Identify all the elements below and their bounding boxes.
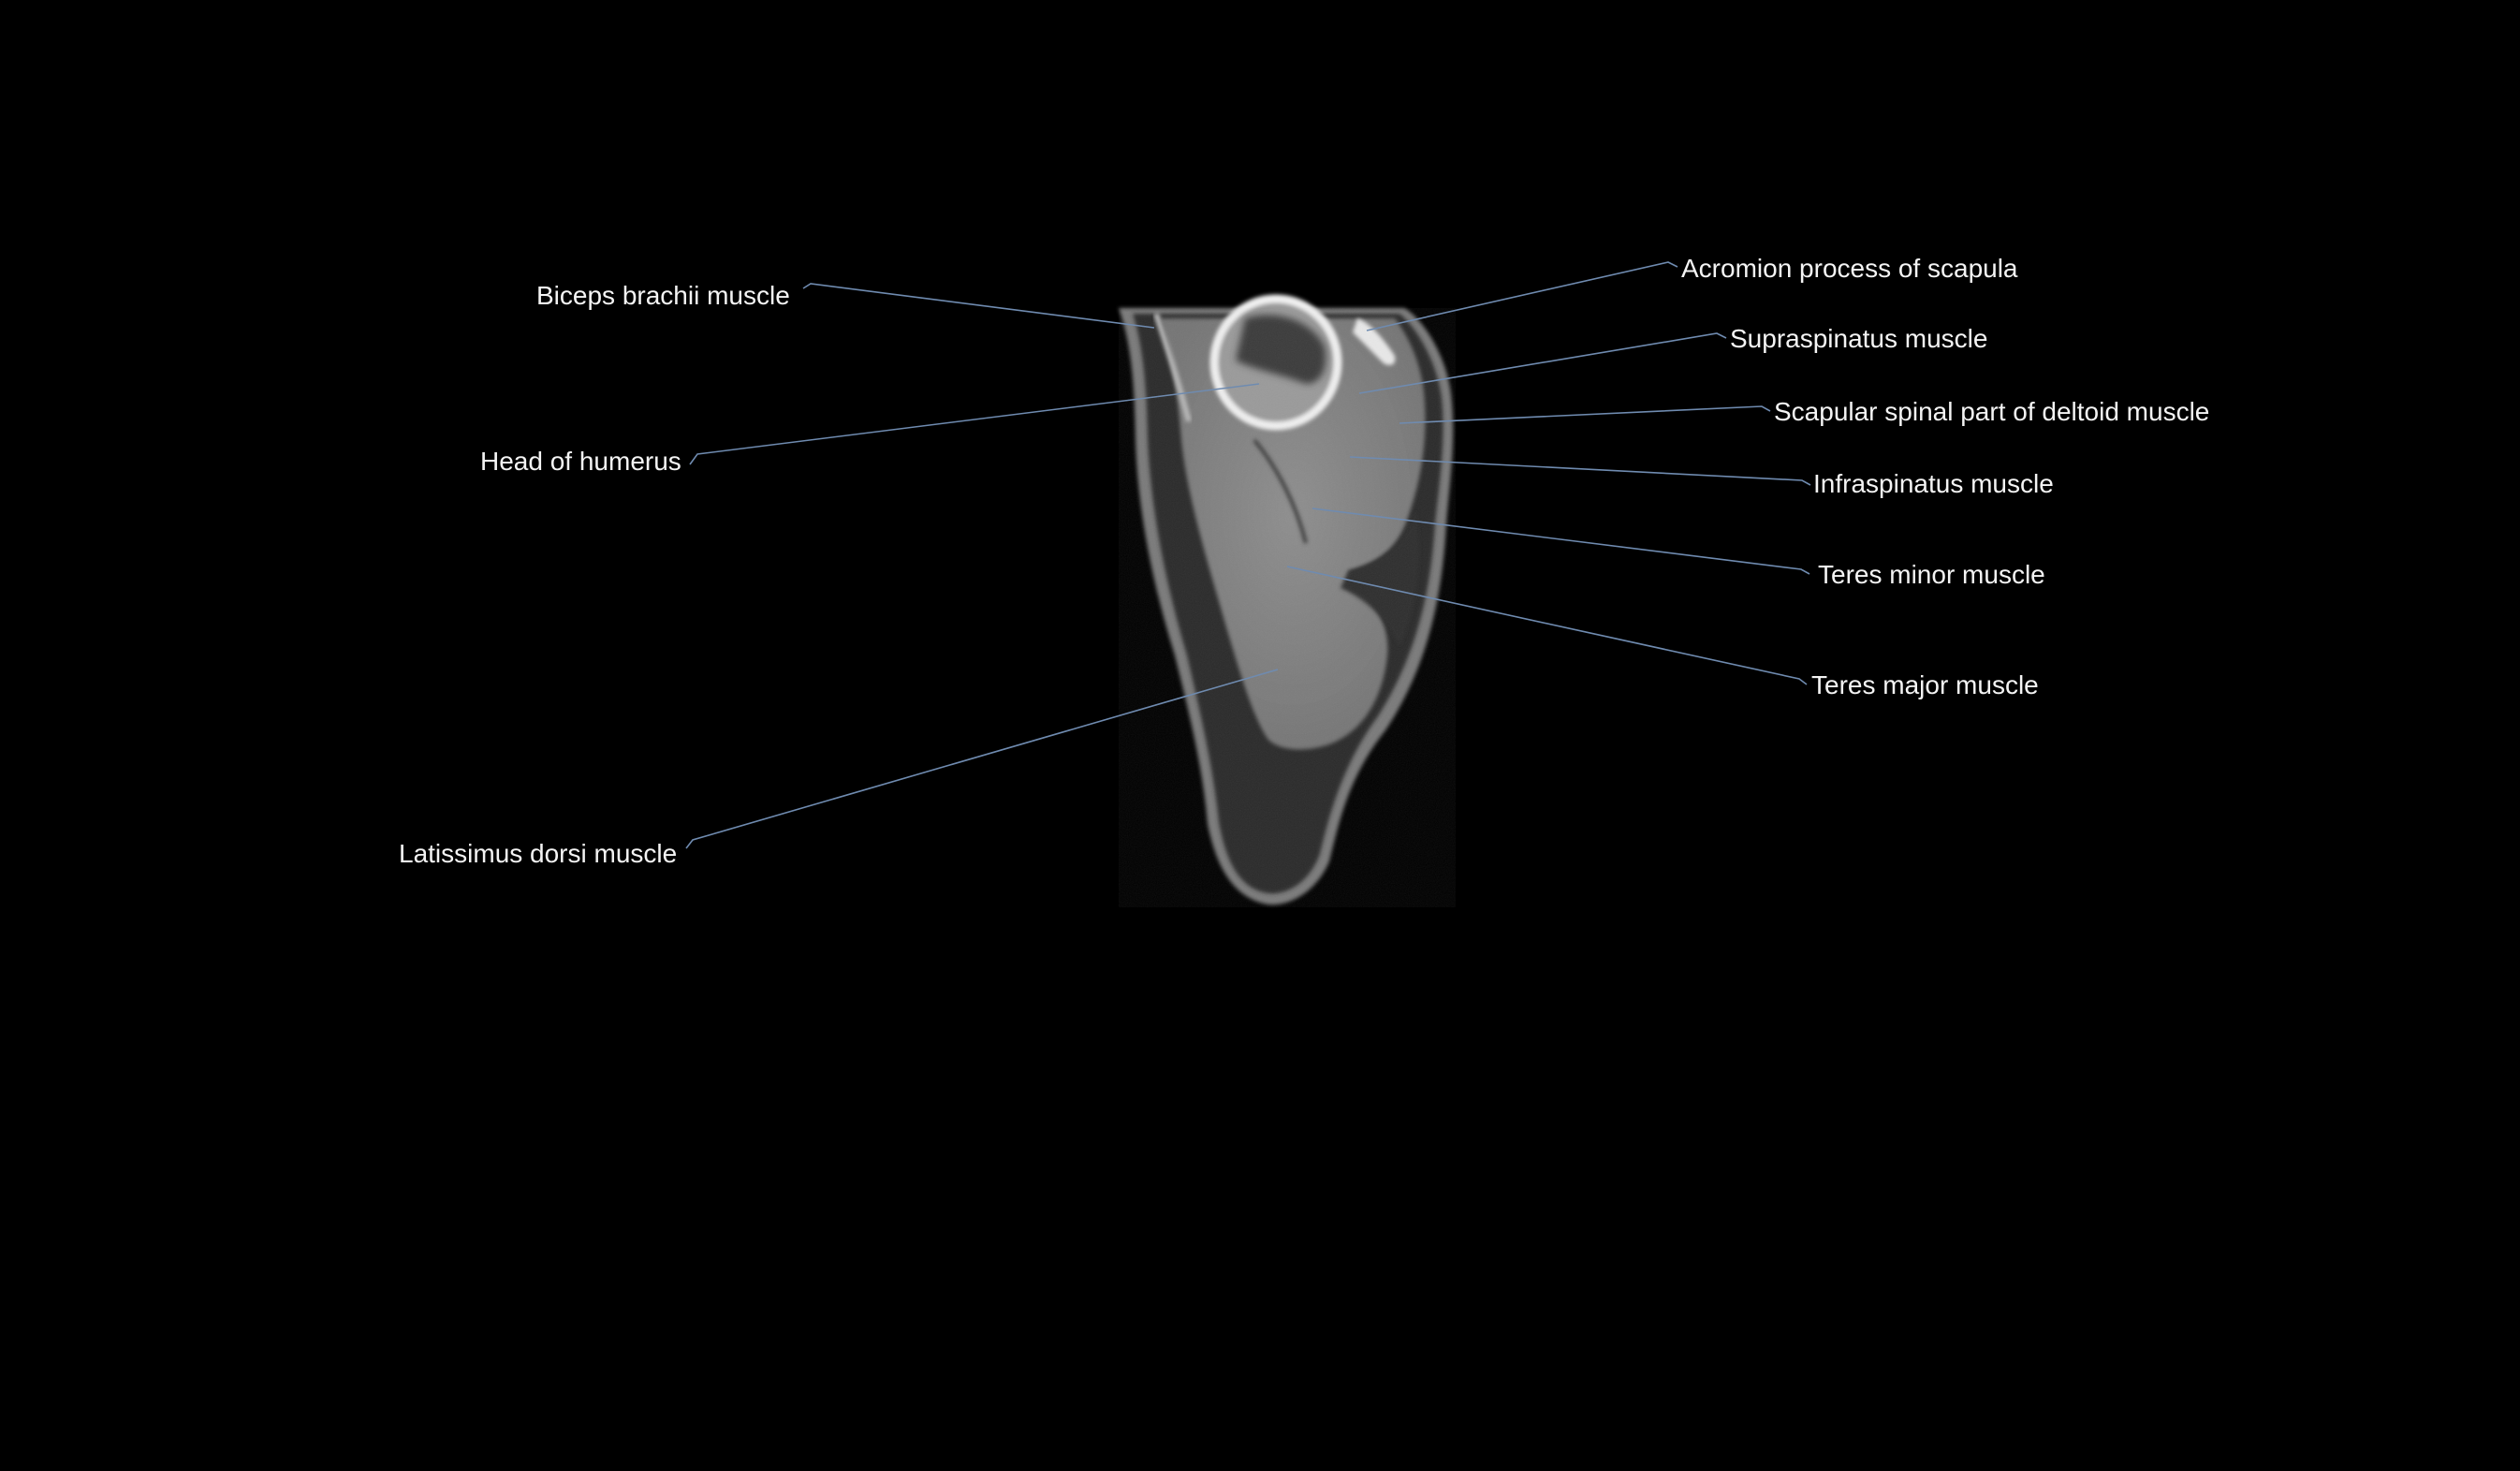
label-acromion: Acromion process of scapula — [1681, 254, 2018, 283]
label-infraspinatus: Infraspinatus muscle — [1813, 469, 2054, 498]
label-deltoid-spinal: Scapular spinal part of deltoid muscle — [1774, 397, 2210, 426]
label-teres-minor: Teres minor muscle — [1818, 560, 2045, 589]
label-teres-major: Teres major muscle — [1811, 670, 2039, 699]
label-head-of-humerus: Head of humerus — [480, 447, 681, 476]
label-latissimus-dorsi: Latissimus dorsi muscle — [399, 839, 678, 868]
label-biceps-brachii: Biceps brachii muscle — [536, 281, 790, 310]
label-supraspinatus: Supraspinatus muscle — [1730, 324, 1988, 353]
